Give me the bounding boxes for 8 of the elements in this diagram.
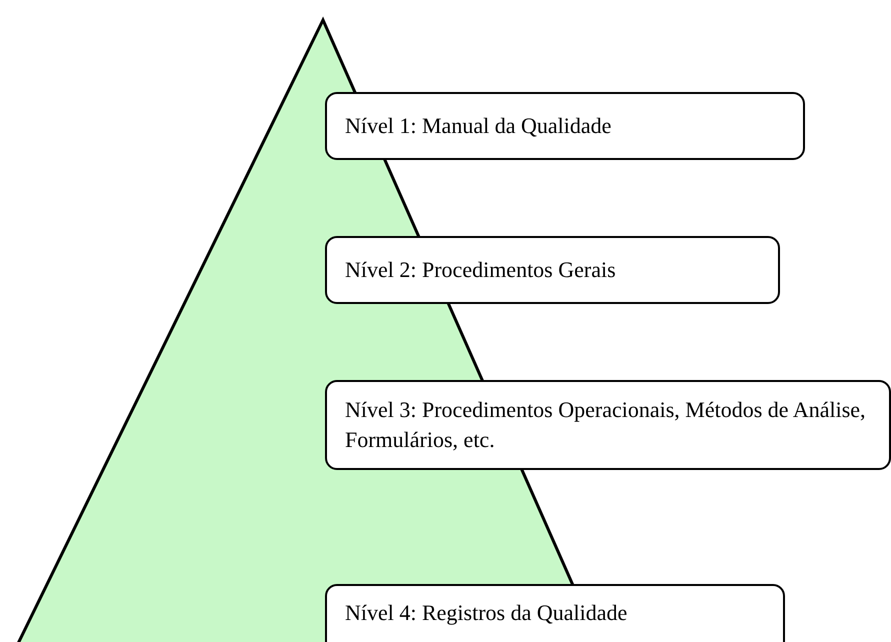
- level-box: [325, 584, 785, 642]
- level-label: Nível 1: Manual da Qualidade: [345, 112, 612, 140]
- level-label: Nível 4: Registros da Qualidade: [345, 599, 628, 627]
- level-label: Nível 3: Procedimentos Operacionais, Métodos de Análise, Formulários, etc.: [345, 396, 867, 454]
- level-label: Nível 2: Procedimentos Gerais: [345, 256, 616, 284]
- level-box: [325, 380, 891, 470]
- level-box: [325, 236, 780, 304]
- level-box: [325, 92, 805, 160]
